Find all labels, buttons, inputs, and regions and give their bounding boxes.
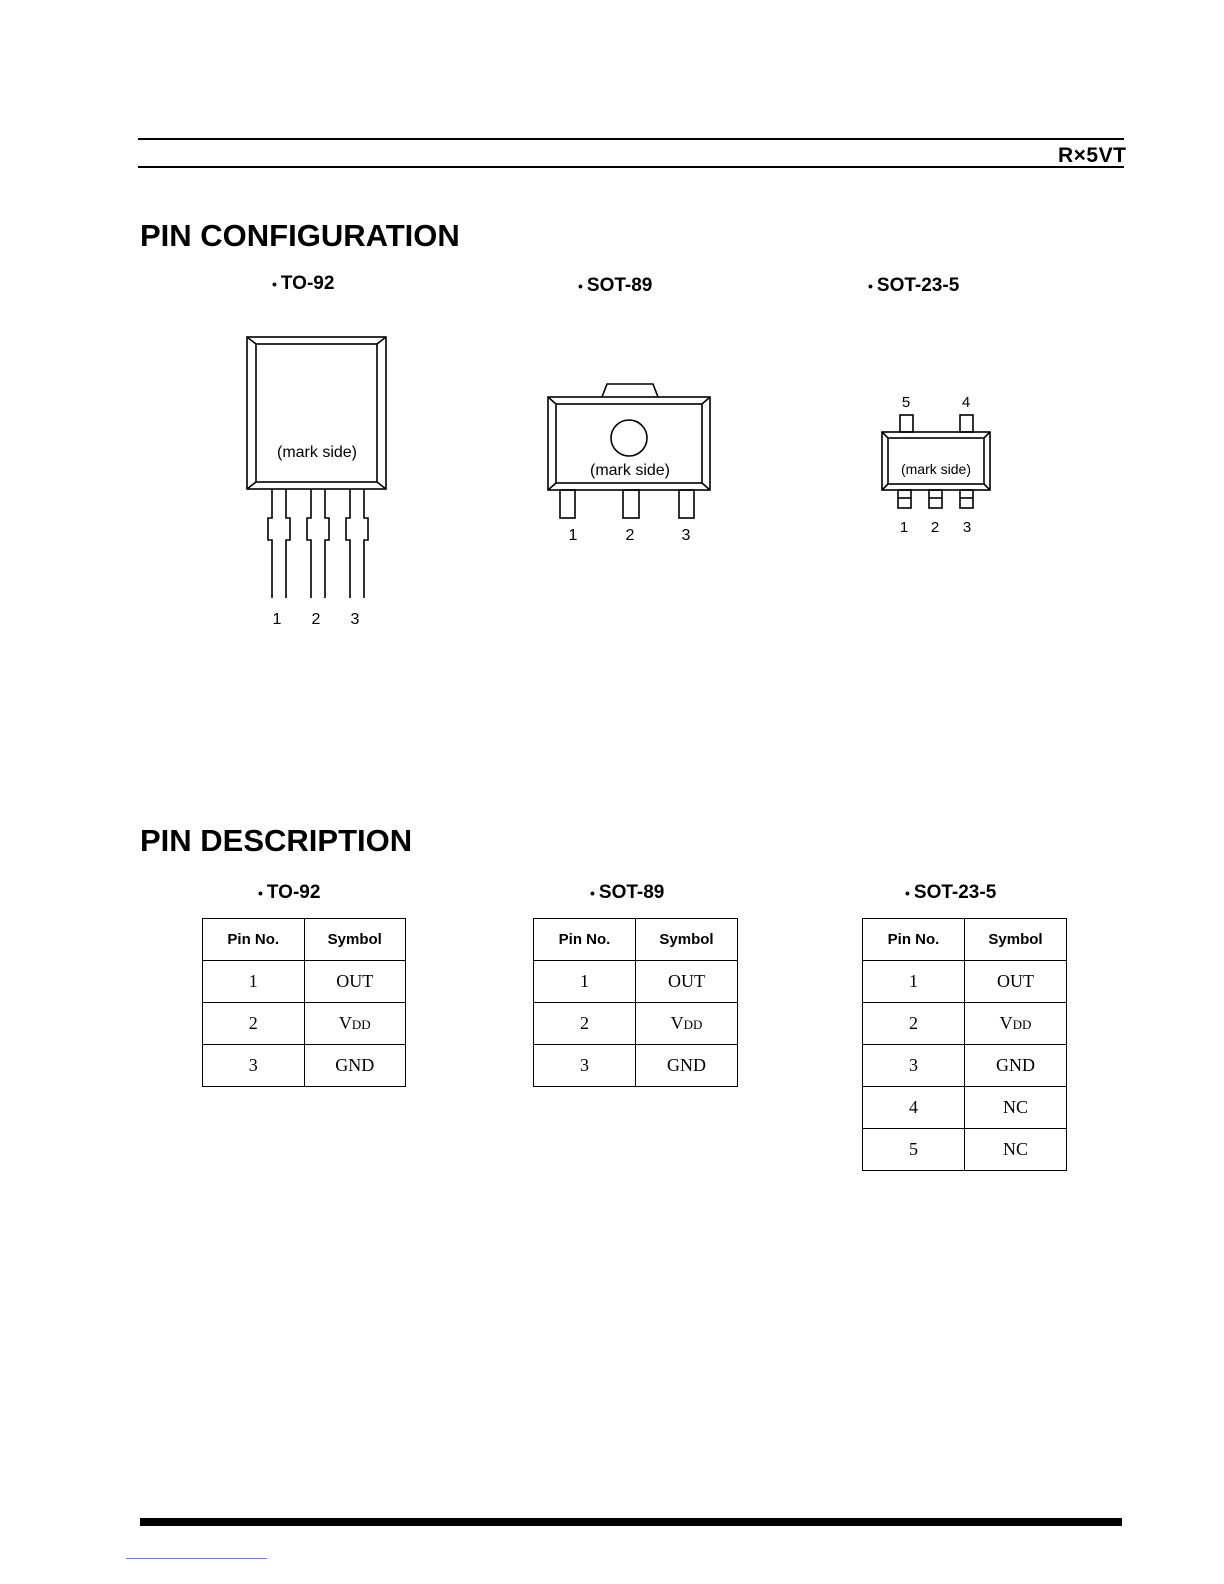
table-row: 2 VDD: [534, 1003, 738, 1045]
sot23-pin-5-label: 5: [902, 394, 910, 411]
pin-number-cell: 3: [863, 1045, 965, 1087]
pin-symbol-cell: VDD: [636, 1003, 738, 1045]
pin-configuration-title: PIN CONFIGURATION: [140, 218, 460, 254]
pin-number-cell: 3: [203, 1045, 305, 1087]
footer-rule: [140, 1518, 1122, 1526]
pin-number-cell: 2: [863, 1003, 965, 1045]
sot89-mark-circle: [611, 420, 647, 456]
config-label-to92: •TO-92: [272, 273, 334, 295]
to92-mark-side-label: (mark side): [277, 444, 357, 461]
table-row: 1 OUT: [863, 961, 1067, 1003]
header-rule-bottom: [138, 166, 1124, 168]
table-row: 3 GND: [203, 1045, 406, 1087]
column-header-pin-no: Pin No.: [534, 919, 636, 961]
bullet: •: [905, 885, 910, 901]
table-row: 5 NC: [863, 1129, 1067, 1171]
pin-symbol-cell: GND: [304, 1045, 406, 1087]
pin-number-cell: 1: [534, 961, 636, 1003]
pin-symbol-cell: VDD: [304, 1003, 406, 1045]
sot23-lead-2: [929, 490, 942, 508]
to92-lead-1: [268, 489, 290, 598]
sot23-lead-3: [960, 490, 973, 508]
sot23-mark-side-label: (mark side): [901, 461, 971, 477]
config-label-sot23-5: •SOT-23-5: [868, 275, 959, 297]
pin-number-cell: 1: [863, 961, 965, 1003]
to92-pin-1-label: 1: [273, 611, 282, 628]
pin-number-cell: 1: [203, 961, 305, 1003]
pin-number-cell: 5: [863, 1129, 965, 1171]
sot89-lead-3: [679, 490, 694, 518]
sot23-pin-1-label: 1: [900, 519, 908, 536]
column-header-pin-no: Pin No.: [203, 919, 305, 961]
to92-pin-table: Pin No. Symbol 1 OUT 2 VDD 3 GND: [202, 918, 406, 1087]
bullet: •: [258, 885, 263, 901]
bullet: •: [590, 885, 595, 901]
sot23-5-package-diagram: 5 4 (mark side) 1 2 3: [876, 388, 1000, 538]
table-header-row: Pin No. Symbol: [534, 919, 738, 961]
sot23-lead-4: [960, 415, 973, 432]
sot23-5-pin-table: Pin No. Symbol 1 OUT 2 VDD 3 GND 4 NC 5 …: [862, 918, 1067, 1171]
bullet: •: [868, 278, 873, 294]
sot89-tab: [602, 384, 658, 397]
desc-label-to92: •TO-92: [258, 882, 320, 904]
to92-package-diagram: (mark side) 1 2 3: [240, 330, 400, 635]
column-header-symbol: Symbol: [304, 919, 406, 961]
pin-symbol-cell: OUT: [965, 961, 1067, 1003]
pin-number-cell: 2: [203, 1003, 305, 1045]
column-header-pin-no: Pin No.: [863, 919, 965, 961]
to92-lead-2: [307, 489, 329, 598]
sot23-pin-4-label: 4: [962, 394, 970, 411]
table-row: 3 GND: [863, 1045, 1067, 1087]
pin-symbol-cell: VDD: [965, 1003, 1067, 1045]
sot23-lead-5: [900, 415, 913, 432]
sot89-pin-table: Pin No. Symbol 1 OUT 2 VDD 3 GND: [533, 918, 738, 1087]
sot89-pin-3-label: 3: [682, 527, 691, 544]
to92-lead-3: [346, 489, 368, 598]
header-rule-top: [138, 138, 1124, 140]
to92-body-inner: [256, 344, 377, 482]
pin-number-cell: 3: [534, 1045, 636, 1087]
sot89-lead-1: [560, 490, 575, 518]
sot23-pin-3-label: 3: [963, 519, 971, 536]
to92-body-outer: [247, 337, 386, 489]
sot89-lead-2: [623, 490, 639, 518]
to92-pin-2-label: 2: [312, 611, 321, 628]
sot23-pin-2-label: 2: [931, 519, 939, 536]
pin-symbol-cell: GND: [965, 1045, 1067, 1087]
table-row: 3 GND: [534, 1045, 738, 1087]
column-header-symbol: Symbol: [965, 919, 1067, 961]
pin-number-cell: 2: [534, 1003, 636, 1045]
pin-number-cell: 4: [863, 1087, 965, 1129]
desc-label-sot23-5: •SOT-23-5: [905, 882, 996, 904]
bullet: •: [272, 276, 277, 292]
table-row: 2 VDD: [203, 1003, 406, 1045]
desc-label-sot89: •SOT-89: [590, 882, 664, 904]
table-row: 1 OUT: [203, 961, 406, 1003]
sot89-pin-1-label: 1: [569, 527, 578, 544]
table-row: 2 VDD: [863, 1003, 1067, 1045]
pin-symbol-cell: OUT: [304, 961, 406, 1003]
part-code: R×5VT: [1058, 144, 1126, 168]
sot89-pin-2-label: 2: [626, 527, 635, 544]
table-header-row: Pin No. Symbol: [203, 919, 406, 961]
pin-symbol-cell: NC: [965, 1129, 1067, 1171]
pin-description-title: PIN DESCRIPTION: [140, 823, 412, 859]
table-header-row: Pin No. Symbol: [863, 919, 1067, 961]
to92-pin-3-label: 3: [351, 611, 360, 628]
table-row: 4 NC: [863, 1087, 1067, 1129]
column-header-symbol: Symbol: [636, 919, 738, 961]
pin-symbol-cell: OUT: [636, 961, 738, 1003]
sot23-lead-1: [898, 490, 911, 508]
pin-symbol-cell: NC: [965, 1087, 1067, 1129]
config-label-sot89: •SOT-89: [578, 275, 652, 297]
footer-link-underline: [126, 1558, 267, 1559]
pin-symbol-cell: GND: [636, 1045, 738, 1087]
sot89-mark-side-label: (mark side): [590, 462, 670, 479]
bullet: •: [578, 278, 583, 294]
sot89-package-diagram: (mark side) 1 2 3: [540, 378, 720, 548]
table-row: 1 OUT: [534, 961, 738, 1003]
